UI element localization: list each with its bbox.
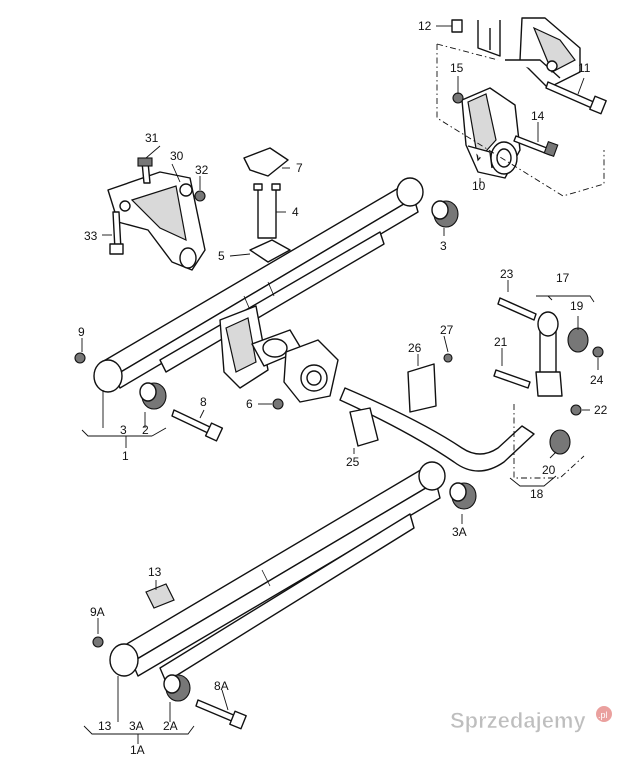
- callout-9A: 9A: [90, 605, 105, 619]
- watermark-text: Sprzedajemy: [450, 708, 586, 733]
- callout-3A-group: 3A: [129, 719, 144, 733]
- watermark-dot-icon: [596, 706, 612, 722]
- callout-25: 25: [346, 455, 360, 469]
- callout-8A: 8A: [214, 679, 229, 693]
- callout-30: 30: [170, 149, 184, 163]
- shackle-assembly: [436, 17, 607, 197]
- callout-6: 6: [246, 397, 253, 411]
- callout-1: 1: [122, 449, 129, 463]
- callout-2: 2: [142, 423, 149, 437]
- leader-lines: [81, 25, 599, 744]
- callout-4: 4: [292, 205, 299, 219]
- callout-31: 31: [145, 131, 159, 145]
- upper-leaf-spring: [74, 147, 459, 442]
- callout-11: 11: [578, 61, 591, 75]
- lower-leaf-spring: [92, 461, 477, 730]
- callout-2A: 2A: [163, 719, 178, 733]
- callout-labels: 12 15 11 14 10 31 30 32 7 33 4 5 3 9 8 6…: [78, 19, 608, 757]
- callout-17: 17: [556, 271, 570, 285]
- callout-7: 7: [296, 161, 303, 175]
- mounting-bracket: [107, 157, 206, 271]
- callout-14: 14: [531, 109, 545, 123]
- callout-1A: 1A: [130, 743, 145, 757]
- callout-13-group: 13: [98, 719, 112, 733]
- callout-19: 19: [570, 299, 584, 313]
- callout-32: 32: [195, 163, 209, 177]
- callout-24: 24: [590, 373, 604, 387]
- callout-9: 9: [78, 325, 85, 339]
- callout-22: 22: [594, 403, 608, 417]
- callout-20: 20: [542, 463, 556, 477]
- callout-33: 33: [84, 229, 98, 243]
- watermark-suffix: .pl: [598, 710, 608, 720]
- callout-3-bushing: 3: [440, 239, 447, 253]
- callout-21: 21: [494, 335, 508, 349]
- stabilizer-assembly: [339, 297, 604, 479]
- callout-12: 12: [418, 19, 432, 33]
- callout-3A-bushing: 3A: [452, 525, 467, 539]
- callout-3-group: 3: [120, 423, 127, 437]
- callout-13-part: 13: [148, 565, 162, 579]
- callout-5: 5: [218, 249, 225, 263]
- callout-27: 27: [440, 323, 454, 337]
- callout-8: 8: [200, 395, 207, 409]
- callout-18: 18: [530, 487, 544, 501]
- callout-23: 23: [500, 267, 514, 281]
- callout-10: 10: [472, 179, 486, 193]
- callout-26: 26: [408, 341, 422, 355]
- axle-hub-assembly: [219, 305, 339, 410]
- callout-15: 15: [450, 61, 464, 75]
- watermark: Sprzedajemy .pl: [450, 706, 612, 733]
